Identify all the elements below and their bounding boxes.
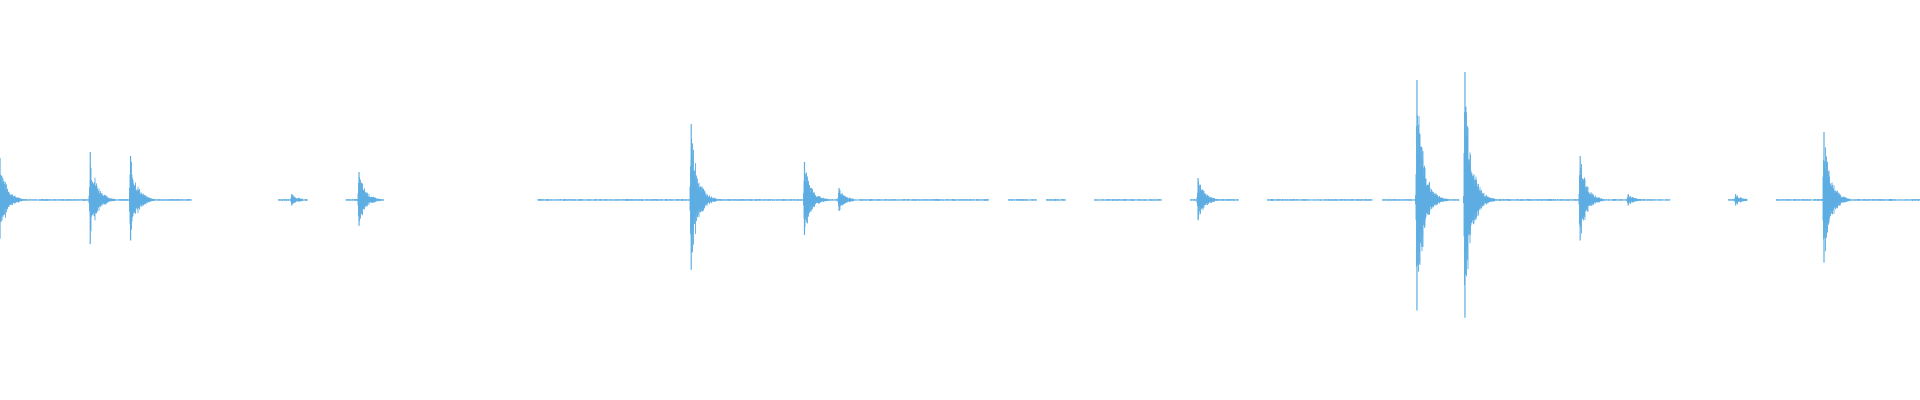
waveform-signal	[0, 94, 1920, 286]
waveform-track	[0, 72, 1920, 318]
